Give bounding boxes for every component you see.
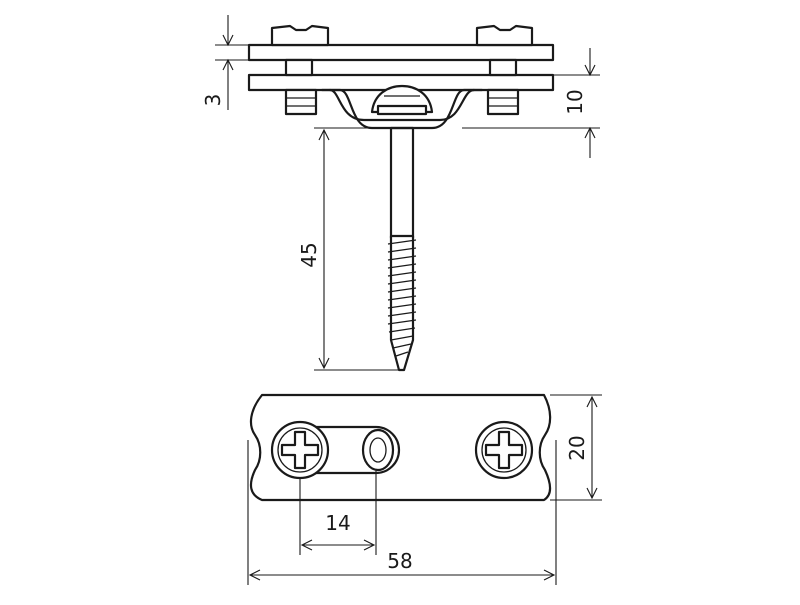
dimension-plate-thickness: 3 [201, 15, 250, 110]
dimension-label-45: 45 [297, 242, 321, 267]
dimension-label-20: 20 [565, 435, 589, 460]
dimension-plate-width: 20 [550, 394, 602, 501]
base-plate [249, 393, 552, 502]
top-view [249, 393, 552, 502]
dimension-label-58: 58 [387, 549, 412, 573]
dimension-plate-length: 58 [247, 440, 557, 585]
top-clamp-plate [247, 43, 555, 62]
dimension-label-14: 14 [325, 511, 350, 535]
left-cross-screw [270, 420, 330, 480]
adjustment-slot [298, 425, 401, 475]
screw-shank [389, 126, 415, 240]
right-bolt-segment [488, 58, 518, 77]
right-cross-screw [474, 420, 534, 480]
saddle-clip [320, 88, 484, 130]
dimension-clamp-height: 10 [462, 48, 600, 158]
right-bottom-nut [486, 88, 520, 116]
left-bolt-segment [284, 58, 314, 77]
left-bottom-nut [284, 88, 318, 116]
screw-thread [387, 234, 417, 372]
right-slotted-nut [475, 24, 534, 47]
dimension-screw-length: 45 [297, 127, 400, 371]
dimension-hole-spacing: 14 [299, 470, 377, 555]
dimension-label-3: 3 [201, 94, 225, 107]
side-view [247, 24, 555, 372]
left-slotted-nut [270, 24, 330, 47]
dimension-label-10: 10 [563, 89, 587, 114]
